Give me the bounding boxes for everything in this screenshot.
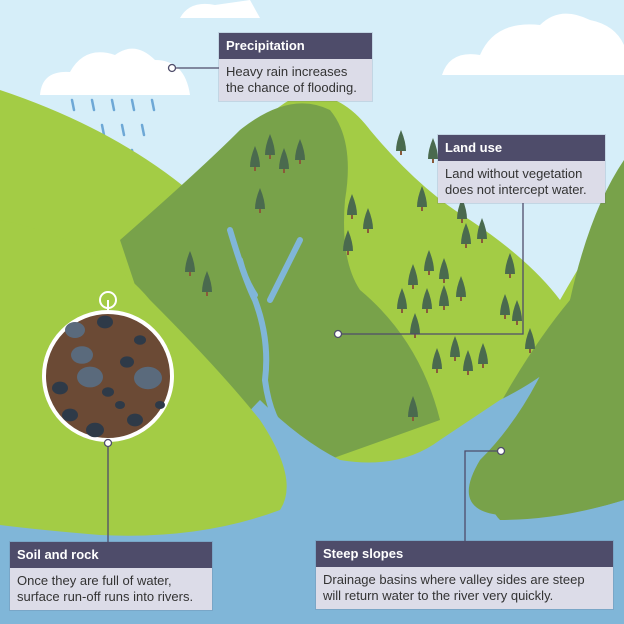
raindrop	[140, 123, 146, 137]
tree	[265, 134, 275, 159]
rock	[134, 335, 146, 345]
clouds	[40, 0, 624, 95]
tree	[185, 251, 195, 276]
rock	[120, 356, 134, 368]
tree	[500, 294, 510, 319]
tree	[424, 250, 434, 275]
tree	[417, 186, 427, 211]
tree	[463, 350, 473, 375]
raindrop	[70, 98, 76, 112]
raindrop	[100, 123, 106, 137]
precipitation-callout: Precipitation Heavy rain increases the c…	[219, 33, 372, 101]
rock	[97, 315, 113, 329]
tree	[439, 258, 449, 283]
right-hill	[468, 160, 624, 516]
tree	[478, 343, 488, 368]
tree	[343, 230, 353, 255]
raindrop	[130, 98, 136, 112]
tree	[477, 218, 487, 243]
tree	[202, 271, 212, 296]
tree	[396, 130, 406, 155]
rock	[62, 408, 78, 422]
tree	[410, 313, 420, 338]
tree	[422, 288, 432, 313]
tree	[279, 148, 289, 173]
callout-body: Heavy rain increases the chance of flood…	[226, 64, 357, 95]
rock	[134, 366, 162, 390]
steep-slopes-callout: Steep slopes Drainage basins where valle…	[316, 541, 613, 609]
tree	[347, 194, 357, 219]
raindrop	[90, 98, 96, 112]
tree	[461, 223, 471, 248]
land-use-callout: Land use Land without vegetation does no…	[438, 135, 605, 203]
tree	[456, 276, 466, 301]
tree	[250, 146, 260, 171]
tree	[432, 348, 442, 373]
raindrop	[110, 98, 116, 112]
rock	[86, 422, 104, 438]
tree	[408, 264, 418, 289]
rock	[102, 387, 114, 397]
tree	[525, 328, 535, 353]
rock	[77, 366, 103, 388]
callout-title: Land use	[438, 135, 605, 161]
tree	[505, 253, 515, 278]
tree	[457, 198, 467, 223]
tree	[439, 285, 449, 310]
tree	[408, 396, 418, 421]
rock	[71, 346, 93, 364]
soil-and-rock-callout: Soil and rock Once they are full of wate…	[10, 542, 212, 610]
tree	[450, 336, 460, 361]
connector-lines	[103, 63, 524, 542]
soil-magnifier	[42, 291, 174, 442]
tree	[428, 138, 438, 163]
raindrop	[150, 98, 156, 112]
rock	[52, 381, 68, 395]
callout-body: Once they are full of water, surface run…	[17, 573, 194, 604]
callout-title: Precipitation	[219, 33, 372, 59]
rock	[65, 322, 85, 338]
tree	[295, 139, 305, 164]
tree	[255, 188, 265, 213]
tree	[397, 288, 407, 313]
callout-title: Soil and rock	[10, 542, 212, 568]
callout-body: Land without vegetation does not interce…	[445, 166, 587, 197]
rock	[127, 413, 143, 427]
rock	[115, 401, 125, 409]
tree	[363, 208, 373, 233]
callout-body: Drainage basins where valley sides are s…	[323, 572, 585, 603]
callout-title: Steep slopes	[316, 541, 613, 567]
trees	[185, 130, 535, 421]
rock	[155, 401, 165, 409]
raindrop	[120, 123, 126, 137]
tree	[512, 300, 522, 325]
